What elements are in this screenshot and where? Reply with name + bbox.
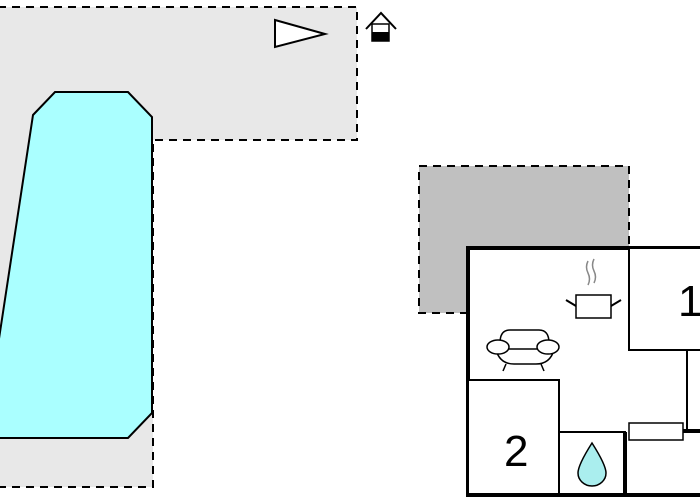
room-1 <box>628 247 700 351</box>
north-arrow-icon <box>274 18 329 49</box>
room-1-label: 1 <box>678 277 700 326</box>
house <box>466 246 700 497</box>
room-2-label: 2 <box>504 427 529 476</box>
water-drop-icon <box>577 441 607 487</box>
swimming-pool <box>0 91 153 439</box>
window <box>628 422 684 441</box>
house-entrance-icon <box>365 11 397 42</box>
cooking-pot-icon <box>565 258 622 319</box>
sofa-icon <box>486 329 560 372</box>
